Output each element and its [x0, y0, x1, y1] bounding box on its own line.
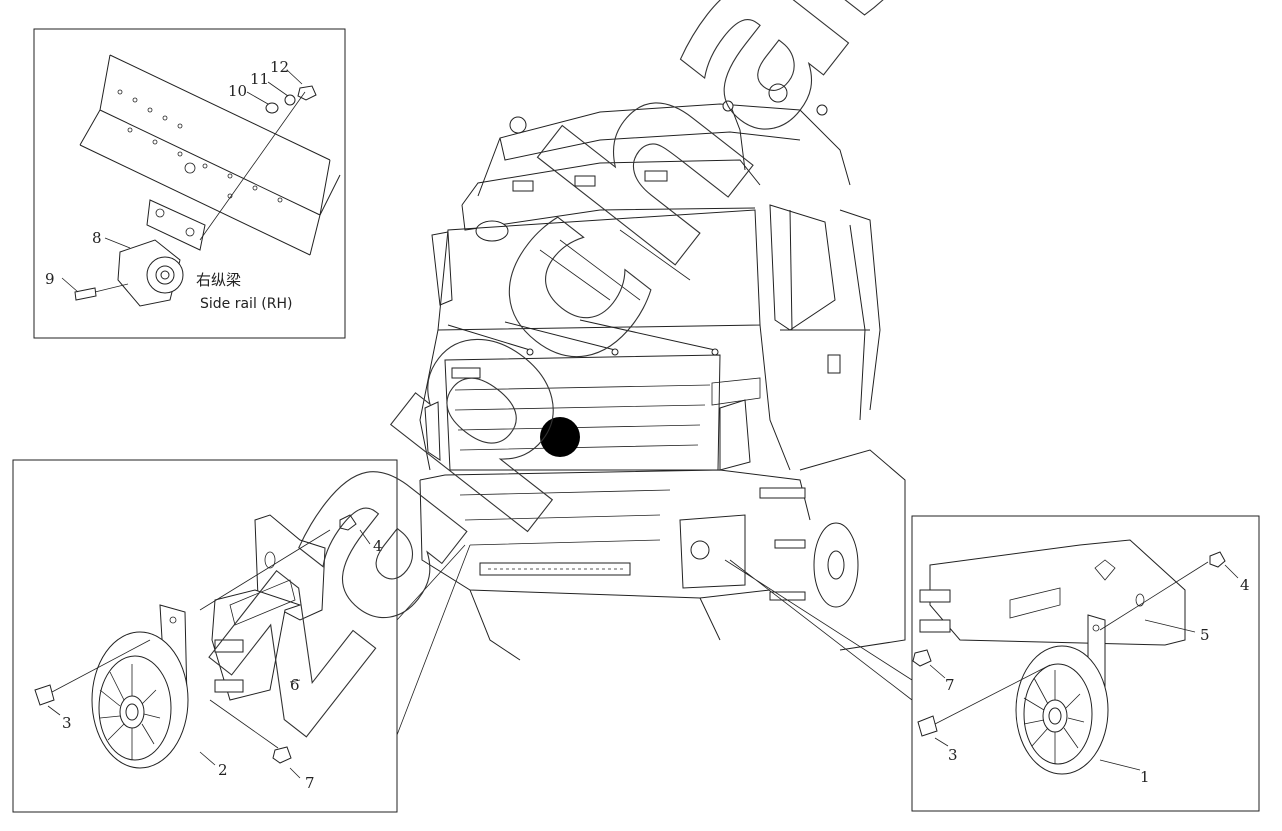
- inset-left-horn: 4 6 2 3 7: [12, 459, 398, 813]
- callout-10: 10: [228, 82, 247, 100]
- side-rail-label-en: Side rail (RH): [200, 296, 292, 312]
- nut-4-right: [1209, 551, 1226, 568]
- callout-6: 6: [290, 676, 300, 694]
- callout-8: 8: [92, 229, 102, 247]
- bolt-3-left: [34, 684, 55, 706]
- rail-holes: [117, 89, 283, 203]
- side-rail-label-cn: 右纵梁: [196, 271, 241, 289]
- callout-4-right: 4: [1240, 576, 1250, 594]
- bolt-9: [74, 287, 97, 301]
- watermark: zapchastim.ru: [133, 0, 1282, 779]
- callout-9: 9: [45, 270, 55, 288]
- callout-11: 11: [250, 70, 269, 88]
- bracket-5: [929, 539, 1186, 646]
- truck-illustration: [419, 83, 906, 661]
- brand-emblem: [540, 417, 580, 457]
- callout-12: 12: [270, 58, 289, 76]
- callout-3-left: 3: [62, 714, 72, 732]
- nut-7-left: [272, 746, 292, 764]
- roof-mirror-left: [509, 116, 527, 134]
- leader-left: [396, 544, 471, 736]
- windshield: [437, 209, 761, 331]
- callout-2: 2: [218, 761, 228, 779]
- callout-3-right: 3: [948, 746, 958, 764]
- nut-7-right: [912, 649, 932, 667]
- washer-10: [265, 102, 279, 114]
- callout-7-left: 7: [305, 774, 315, 792]
- callout-1: 1: [1140, 768, 1150, 786]
- bracket-plate: [146, 199, 206, 251]
- callout-7-right: 7: [945, 676, 955, 694]
- side-mirror: [769, 204, 836, 331]
- leader-right: [724, 559, 913, 701]
- nut-12: [297, 85, 317, 101]
- nut-4-left: [339, 514, 357, 531]
- inset-side-rail: 8 9 10 11 12 右纵梁 Side rail (RH): [33, 28, 346, 339]
- callout-5: 5: [1200, 626, 1210, 644]
- washer-11: [284, 94, 296, 106]
- roof-mirror-right: [768, 83, 788, 103]
- callout-4-left: 4: [373, 537, 383, 555]
- cab-lamp: [475, 220, 509, 242]
- bolt-3-right: [917, 715, 938, 737]
- inset-right-horn: 4 5 7 3 1: [911, 515, 1260, 812]
- fog-lamp: [690, 540, 710, 560]
